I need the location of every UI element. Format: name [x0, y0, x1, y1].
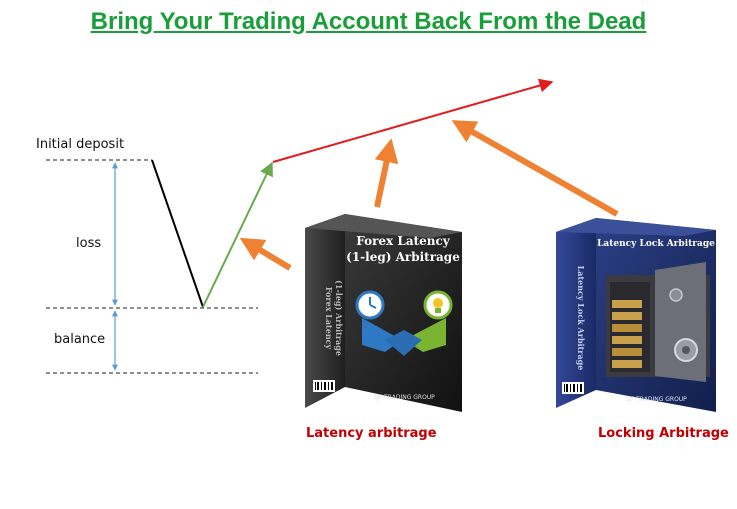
clock-icon: [355, 290, 385, 320]
locking-box-title: Latency Lock Arbitrage: [597, 239, 715, 249]
loss-label: loss: [76, 236, 102, 251]
locking-caption: Locking Arbitrage: [598, 426, 729, 441]
latency-spine-1: Forex Latency: [324, 287, 334, 350]
lightbulb-icon: [423, 290, 453, 320]
callout-arrow-right: [451, 120, 619, 217]
page-title: Bring Your Trading Account Back From the…: [90, 8, 647, 35]
latency-box-title-2: (1-leg) Arbitrage: [346, 250, 460, 264]
callout-arrow-up: [374, 138, 399, 208]
latency-spine-2: (1-leg) Arbitrage: [334, 280, 344, 356]
callout-arrow-left: [239, 237, 292, 271]
locking-barcode-icon: [562, 382, 584, 394]
recovery-line: [202, 161, 273, 308]
growth-line: [272, 78, 554, 163]
initial-deposit-label: Initial deposit: [36, 137, 125, 152]
latency-brand: SJF TRADING GROUP: [373, 394, 435, 401]
locking-product-box: Latency Lock Arbitrage Latency Lock Arbi…: [556, 218, 716, 412]
handshake-icon: [362, 318, 446, 356]
balance-label: balance: [54, 332, 106, 347]
locking-brand: SJF TRADING GROUP: [625, 396, 687, 403]
latency-barcode-icon: [313, 380, 335, 392]
latency-caption: Latency arbitrage: [306, 426, 437, 441]
latency-box-title-1: Forex Latency: [356, 234, 451, 248]
drop-line: [151, 159, 204, 308]
latency-product-box: Forex Latency (1-leg) Arbitrage Forex La…: [305, 214, 462, 412]
vault-icon: [606, 262, 710, 382]
locking-spine: Latency Lock Arbitrage: [576, 266, 586, 371]
